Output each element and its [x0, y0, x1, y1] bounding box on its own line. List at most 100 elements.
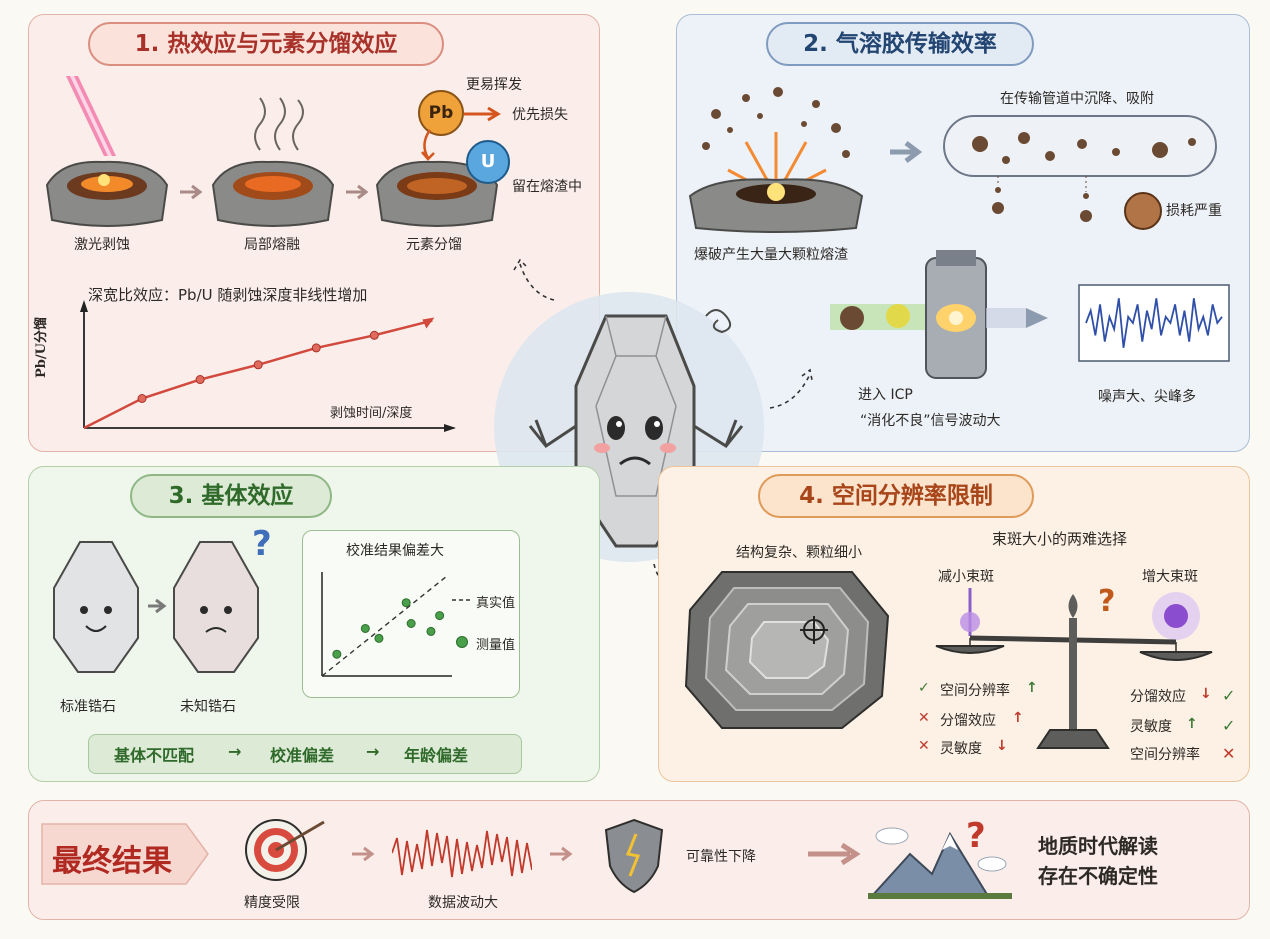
chain-step-mismatch: 基体不匹配 — [114, 746, 195, 765]
fluctuation-label: 数据波动大 — [428, 895, 498, 911]
measured-point — [435, 611, 445, 621]
tradeoff-arrow: ↓ — [1200, 686, 1212, 702]
mountain-question-mark: ? — [966, 816, 986, 856]
cracked-shield-icon — [604, 818, 664, 894]
smoke-icon — [254, 97, 304, 151]
explosion-crater-icon — [688, 87, 864, 233]
tradeoff-arrow: ↑ — [1026, 680, 1038, 696]
tradeoff-text: 分馏效应 — [1130, 689, 1186, 705]
tradeoff-mark: ✕ — [918, 710, 930, 726]
small-spot-label: 减小束斑 — [938, 569, 994, 585]
matrix-chain-banner — [88, 734, 522, 774]
laser-beam-icon — [66, 76, 116, 156]
retain-label: 留在熔渣中 — [512, 179, 582, 195]
u-element-icon: U — [466, 140, 510, 184]
tradeoff-mark: ✕ — [1222, 744, 1236, 763]
tradeoff-arrow: ↓ — [996, 738, 1008, 754]
waveform-icon — [392, 829, 532, 878]
measured-point — [426, 626, 436, 636]
reliability-label: 可靠性下降 — [686, 849, 756, 865]
question-mark: ? — [252, 524, 272, 564]
sad-face-icon — [1124, 192, 1162, 230]
tradeoff-text: 灵敏度 — [940, 741, 982, 757]
y-axis-arrow — [80, 300, 88, 312]
tradeoff-text: 灵敏度 — [1130, 719, 1172, 735]
tradeoff-arrow: ↑ — [1012, 710, 1024, 726]
chain-step-age: 年龄偏差 — [404, 746, 469, 765]
measured-point — [360, 623, 370, 633]
pb-element-icon: Pb — [418, 90, 464, 136]
measured-point — [401, 598, 411, 608]
data-point — [311, 343, 321, 353]
volatile-label: 更易挥发 — [466, 77, 522, 93]
tradeoff-mark: ✓ — [1222, 716, 1236, 735]
measured-point — [374, 633, 384, 643]
precision-label: 精度受限 — [244, 895, 300, 911]
measured-point — [406, 619, 416, 629]
scale-question-mark: ? — [1098, 584, 1116, 619]
tradeoff-mark: ✓ — [918, 680, 930, 696]
icp-torch-icon — [830, 250, 1048, 379]
arrow-right-icon — [464, 106, 501, 122]
series-arrow — [422, 317, 435, 329]
balance-scale-icon — [935, 588, 1213, 749]
target-icon — [245, 819, 325, 881]
calibration-scatter-chart — [321, 572, 452, 677]
legend-true-value: 真实值 — [476, 596, 516, 611]
tradeoff-text: 空间分辨率 — [940, 683, 1010, 699]
sad-zircon-icon — [173, 541, 259, 673]
legend-dot-icon — [456, 636, 468, 648]
legend-dashed-line-icon — [452, 599, 472, 601]
interpretation-line2: 存在不确定性 — [1038, 864, 1158, 888]
x-axis-arrow — [444, 424, 456, 432]
large-spot-label: 增大束斑 — [1142, 569, 1198, 585]
tradeoff-arrow: ↑ — [1186, 716, 1198, 732]
crater-melting-icon — [211, 160, 335, 227]
arrow-icon — [352, 846, 375, 862]
panel3-title: 3. 基体效应 — [130, 474, 332, 518]
mountain-icon — [868, 827, 1012, 899]
dilemma-label: 束斑大小的两难选择 — [992, 530, 1128, 548]
dashed-arrow-icon — [769, 368, 813, 409]
arrow-icon — [550, 846, 573, 862]
measured-point — [332, 649, 342, 659]
data-point — [137, 394, 147, 403]
data-point — [253, 360, 263, 370]
data-point — [369, 330, 379, 340]
final-result-title: 最终结果 — [52, 844, 172, 879]
tradeoff-mark: ✕ — [918, 738, 930, 754]
transport-tube-icon — [943, 115, 1217, 222]
unknown-zircon-label: 未知锆石 — [180, 699, 236, 715]
chart1-xlabel: 剥蚀时间/深度 — [330, 406, 413, 421]
tradeoff-mark: ✓ — [1222, 686, 1236, 705]
arrow-right-icon — [808, 842, 861, 866]
signal-noise-chart — [1078, 284, 1230, 362]
icp-label: 进入 ICP — [858, 387, 913, 403]
digest-label: “消化不良”信号波动大 — [860, 413, 1001, 429]
happy-zircon-icon — [53, 541, 139, 673]
burst-label: 爆破产生大量大颗粒熔渣 — [694, 247, 848, 263]
data-point — [195, 375, 205, 385]
final-result-tag — [41, 823, 209, 885]
true-value-line — [321, 576, 447, 677]
step-label-fractionation: 元素分馏 — [406, 237, 462, 253]
panel1-title: 1. 热效应与元素分馏效应 — [88, 22, 444, 66]
loss-label: 优先损失 — [512, 107, 568, 123]
arrow-right-icon — [890, 141, 923, 163]
zoned-zircon-icon — [684, 571, 890, 729]
curved-arrow-icon — [421, 129, 435, 161]
dashed-arrow-icon — [513, 258, 555, 301]
chain-arrow: → — [366, 742, 380, 761]
chain-arrow: → — [228, 742, 242, 761]
calibration-chart-frame — [302, 530, 520, 698]
tube-label: 在传输管道中沉降、吸附 — [1000, 91, 1154, 107]
noise-label: 噪声大、尖峰多 — [1098, 389, 1196, 405]
arrow-icon — [346, 184, 369, 200]
chart2-title: 校准结果偏差大 — [346, 543, 444, 559]
waveform-line — [392, 829, 532, 878]
arrow-icon — [148, 598, 167, 614]
tradeoff-text: 分馏效应 — [940, 713, 996, 729]
chain-step-calibration: 校准偏差 — [270, 746, 335, 765]
tradeoff-text: 空间分辨率 — [1130, 747, 1200, 763]
step-label-ablation: 激光剥蚀 — [74, 237, 130, 253]
